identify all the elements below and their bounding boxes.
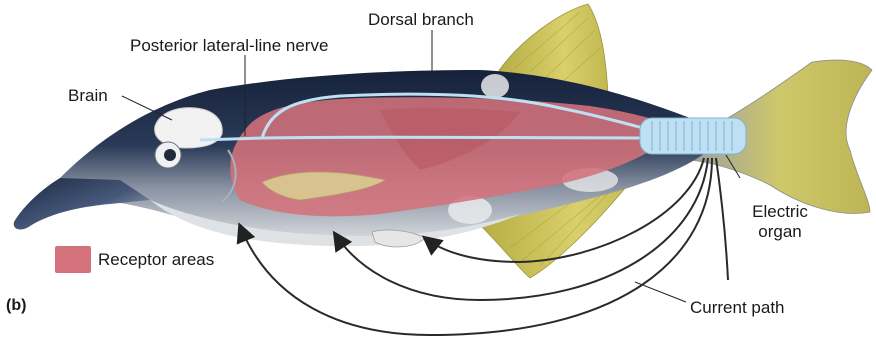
panel-label: (b) <box>6 296 26 316</box>
current-arrow-4 <box>716 158 728 280</box>
eye-pupil <box>164 149 176 161</box>
label-brain: Brain <box>68 86 108 106</box>
body-patch-front <box>481 74 509 98</box>
label-electric-organ: Electric organ <box>740 202 820 242</box>
electric-organ <box>640 118 746 154</box>
legend-receptor-label: Receptor areas <box>98 250 214 270</box>
legend-receptor-swatch <box>55 246 91 273</box>
label-dorsal-branch: Dorsal branch <box>368 10 474 30</box>
label-electric-organ-line1: Electric <box>740 202 820 222</box>
label-posterior-nerve: Posterior lateral-line nerve <box>130 36 328 56</box>
label-current-path: Current path <box>690 298 785 318</box>
label-electric-organ-line2: organ <box>740 222 820 242</box>
